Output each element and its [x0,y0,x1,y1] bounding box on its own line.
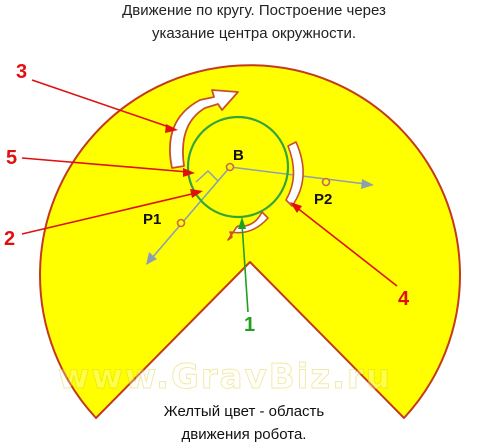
callout-arrowhead-3 [165,124,178,133]
footer-line-2: движения робота. [182,426,307,443]
callout-number-5: 5 [6,147,17,169]
callout-line-1 [241,223,249,313]
label-point-p2: P2 [314,191,332,208]
title-line-2: указание центра окружности. [152,25,356,42]
callout-number-1: 1 [244,314,255,336]
label-point-p1: P1 [143,211,161,228]
label-point-b: B [233,147,244,164]
motion-circle [186,115,290,219]
title-line-1: Движение по кругу. Построение через [122,2,386,19]
motion-arrow-top-icon [169,89,239,169]
callout-number-4: 4 [398,288,410,310]
callout-line-4 [295,206,398,287]
callout-line-5 [21,157,189,173]
axis-line-b-p1 [151,166,231,259]
watermark-text: www.GravBiz.ru [58,357,392,397]
motion-arrow-bottom-icon [227,211,269,241]
callout-line-3 [31,79,173,129]
callout-arrowhead-2 [190,189,203,198]
callout-arrowhead-1 [238,217,246,229]
point-p2 [321,177,331,187]
point-p1 [176,218,186,228]
callout-arrowhead-4 [290,202,302,213]
point-b [225,162,235,172]
axis-arrowhead-right [361,179,374,189]
motion-arrow-right-icon [285,141,304,207]
robot-work-area [39,64,461,419]
angle-marker [195,169,219,183]
footer-line-1: Желтый цвет - область [164,403,325,420]
callout-number-3: 3 [16,61,27,83]
axis-arrowhead-left [146,252,157,265]
callout-arrowhead-5 [183,168,195,177]
callout-number-2: 2 [4,228,15,250]
callout-line-2 [21,192,197,235]
